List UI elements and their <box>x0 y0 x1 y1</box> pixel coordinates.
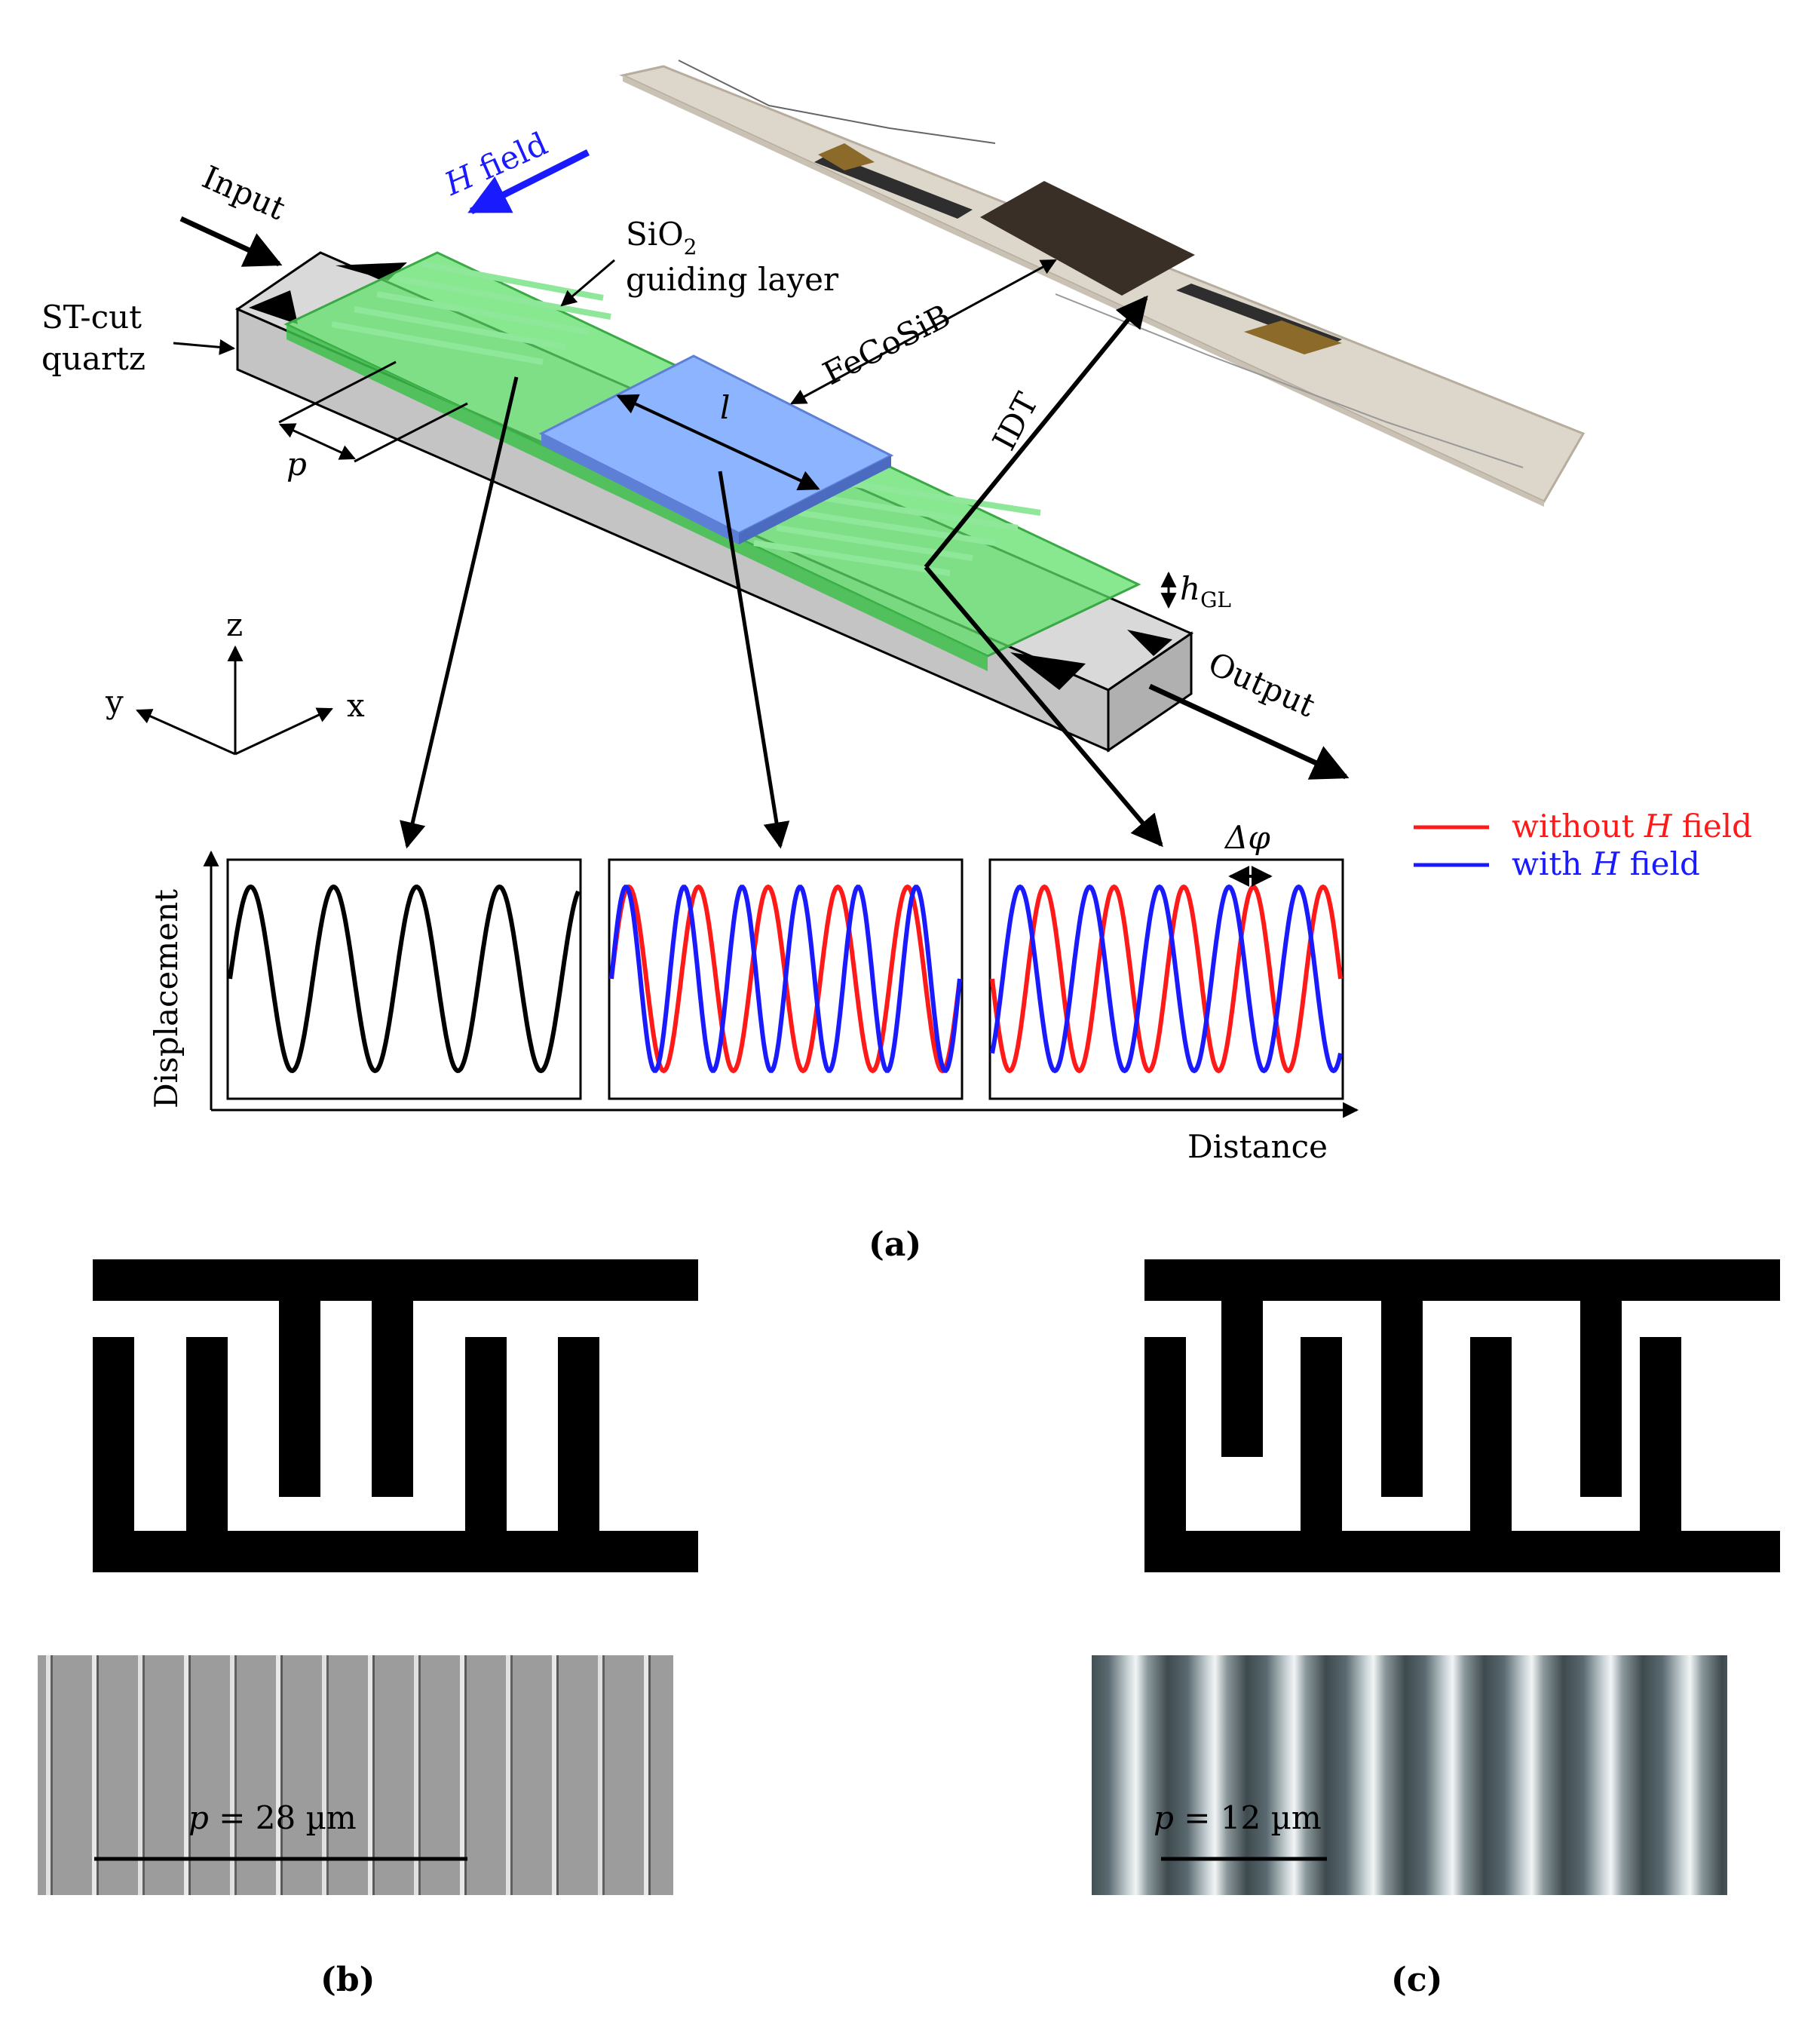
wave-black <box>228 884 581 1074</box>
wave-red-3 <box>990 884 1343 1074</box>
device-photo <box>619 60 1586 507</box>
idt-pattern-b <box>93 1259 698 1572</box>
p-label: p <box>286 446 307 483</box>
axis-z-label: z <box>226 606 243 643</box>
panel-b-label: (b) <box>320 1961 375 1999</box>
legend: without H field with H field <box>1414 808 1752 882</box>
st-cut-label-2: quartz <box>41 340 146 377</box>
distance-label: Distance <box>1187 1128 1328 1165</box>
wave-plots: Displacement Distance Δφ <box>148 819 1359 1165</box>
displacement-label: Displacement <box>148 889 185 1109</box>
st-cut-label-1: ST-cut <box>41 299 142 336</box>
idt-input <box>331 261 611 365</box>
axes-triad: z x y <box>105 606 365 756</box>
plot-box-3 <box>988 858 1344 1100</box>
axis-x-label: x <box>347 687 365 724</box>
output-label: Output <box>1203 645 1320 724</box>
idt-pattern-c <box>1144 1259 1780 1572</box>
legend-with: with H field <box>1512 845 1700 882</box>
scale-label-c: p = 12 µm <box>1154 1799 1322 1836</box>
h-field-label: H field <box>439 125 553 203</box>
wave-blue-3 <box>990 884 1343 1074</box>
panel-a-label: (a) <box>869 1225 921 1264</box>
plot-box-2 <box>608 858 964 1100</box>
sio2-label: SiO2 <box>626 216 697 259</box>
l-label: l <box>720 389 730 426</box>
panel-c-label: (c) <box>1391 1961 1442 1999</box>
fecosib-film-photo <box>980 181 1195 296</box>
delta-phi-label: Δφ <box>1224 819 1270 856</box>
wave-blue-2 <box>609 885 962 1073</box>
h-gl-label: hGL <box>1180 570 1231 612</box>
substrate-side <box>1107 631 1193 753</box>
input-label: Input <box>197 158 291 227</box>
idt-label: IDT <box>985 387 1046 456</box>
saw-device-schematic <box>234 251 1194 753</box>
plot-box-1 <box>226 858 582 1100</box>
guiding-layer-label: guiding layer <box>626 261 839 298</box>
micrograph-b: p = 28 µm <box>38 1655 673 1895</box>
axis-y-label: y <box>105 683 124 720</box>
micrograph-c: p = 12 µm <box>1092 1655 1727 1895</box>
scale-label-b: p = 28 µm <box>188 1799 357 1836</box>
legend-without: without H field <box>1512 808 1752 845</box>
